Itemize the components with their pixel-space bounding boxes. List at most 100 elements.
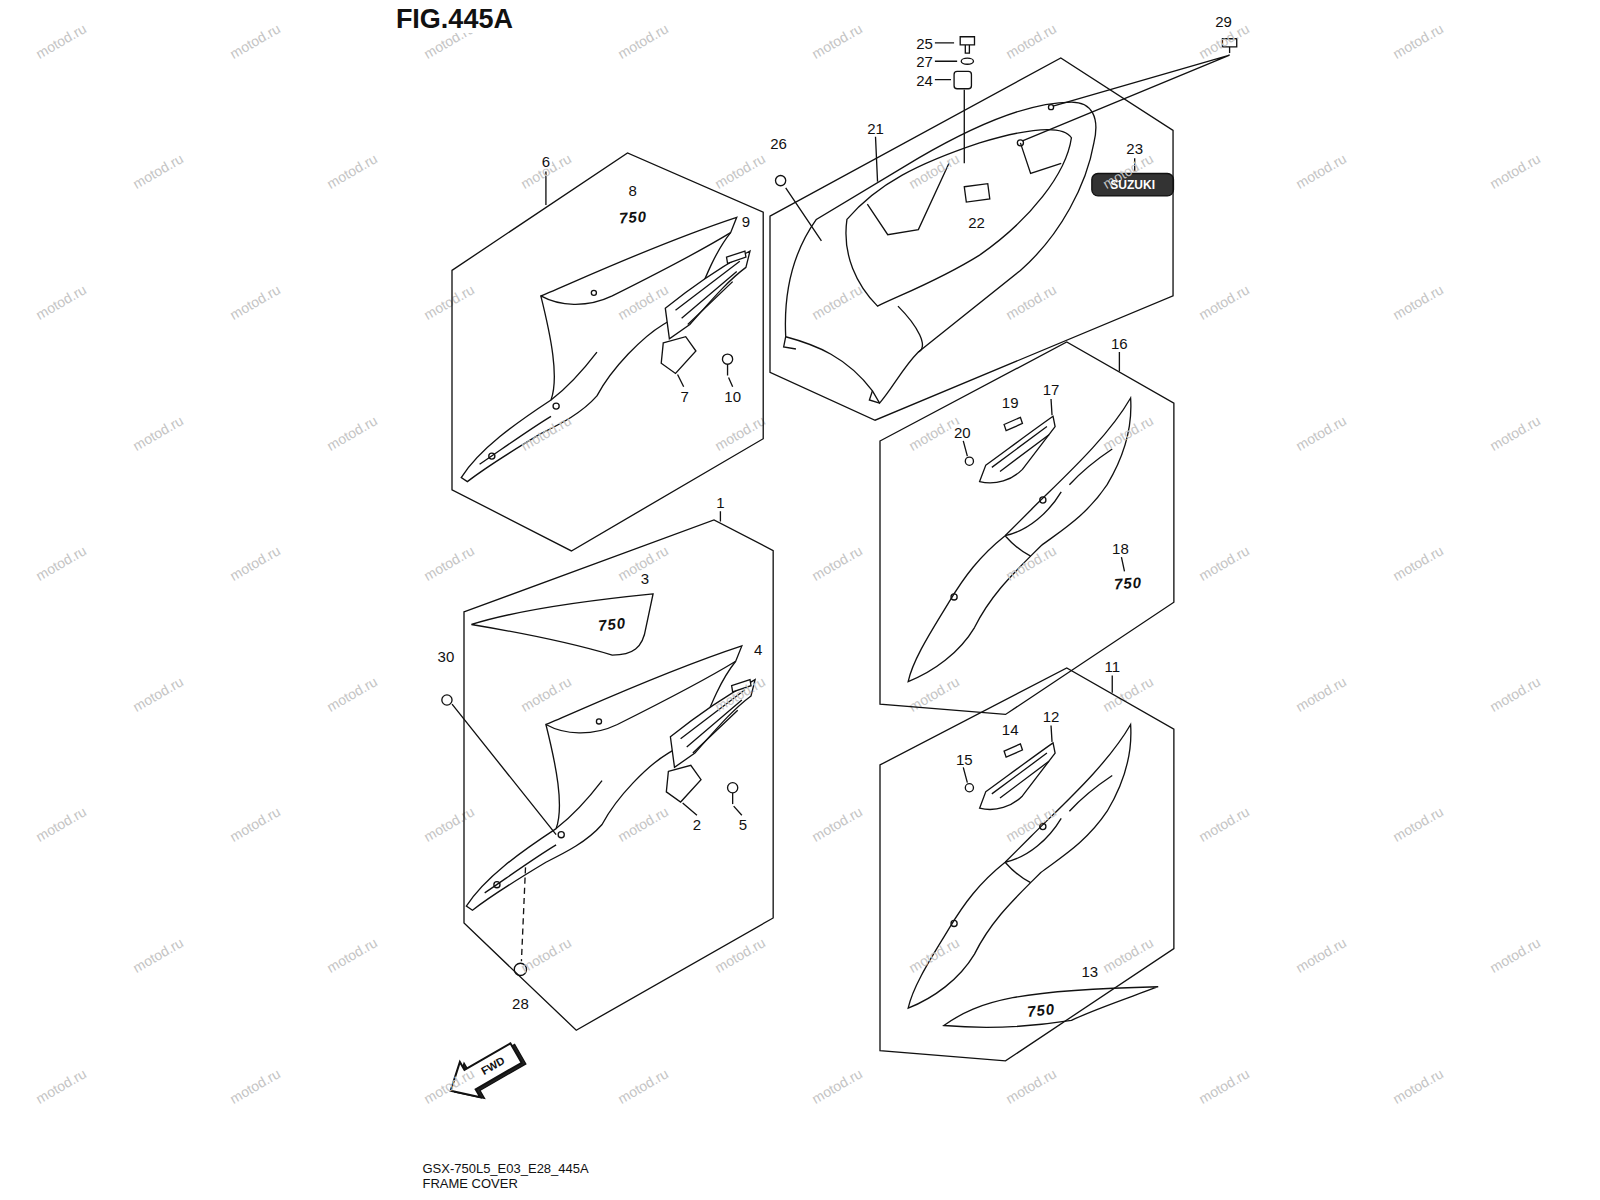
watermark: motod.ru xyxy=(1100,935,1155,975)
callout-number: 22 xyxy=(966,215,987,230)
watermark: motod.ru xyxy=(1294,935,1349,975)
watermark: motod.ru xyxy=(1391,1066,1446,1106)
watermark: motod.ru xyxy=(1488,935,1543,975)
watermark: motod.ru xyxy=(712,674,767,714)
hexagon-outline xyxy=(880,342,1174,714)
hardware xyxy=(776,176,786,186)
watermark: motod.ru xyxy=(1197,1066,1252,1106)
callout-number: 13 xyxy=(1079,964,1100,979)
decal-text: 750 xyxy=(598,616,627,634)
part-group-outline: 1617192018 xyxy=(880,342,1174,714)
callout-number: 24 xyxy=(914,72,935,87)
callout-number: 27 xyxy=(914,54,935,69)
watermark: motod.ru xyxy=(1391,543,1446,583)
callout-number: 30 xyxy=(436,649,457,664)
decal-text: 750 xyxy=(618,209,647,226)
watermark: motod.ru xyxy=(809,805,864,845)
watermark: motod.ru xyxy=(615,21,670,61)
leader-line xyxy=(521,867,525,961)
hardware xyxy=(1229,47,1230,53)
callout-number: 9 xyxy=(740,214,752,229)
tail-cowl xyxy=(784,143,1062,403)
watermark: motod.ru xyxy=(1391,805,1446,845)
frame-cover-right xyxy=(908,398,1131,682)
part-group-outline: 1112141513 xyxy=(880,668,1174,1061)
callout-number: 29 xyxy=(1213,14,1234,29)
callout-number: 1 xyxy=(714,495,726,510)
watermark: motod.ru xyxy=(712,152,767,192)
watermark: motod.ru xyxy=(325,152,380,192)
watermark: motod.ru xyxy=(131,935,186,975)
watermark: motod.ru xyxy=(809,543,864,583)
part-group-outline: 13425 xyxy=(464,520,773,1030)
hexagon-outline xyxy=(880,668,1174,1061)
tail-cowl xyxy=(964,184,990,202)
watermark: motod.ru xyxy=(1391,282,1446,322)
callout-number: 4 xyxy=(752,641,764,656)
hardware xyxy=(960,37,974,53)
watermark: motod.ru xyxy=(1003,1066,1058,1106)
callout-number: 19 xyxy=(1000,395,1021,410)
watermark: motod.ru xyxy=(1197,805,1252,845)
callout-number: 26 xyxy=(768,135,789,150)
watermark: motod.ru xyxy=(1003,543,1058,583)
callout-number: 28 xyxy=(510,996,531,1011)
leader-line xyxy=(963,399,1124,783)
watermark: motod.ru xyxy=(34,543,89,583)
watermark: motod.ru xyxy=(518,935,573,975)
watermark: motod.ru xyxy=(228,282,283,322)
hexagon-outline xyxy=(452,153,763,551)
watermark: motod.ru xyxy=(422,282,477,322)
watermark: motod.ru xyxy=(1100,674,1155,714)
watermark: motod.ru xyxy=(34,805,89,845)
watermark: motod.ru xyxy=(809,1066,864,1106)
frame-cover-right xyxy=(908,724,1131,1008)
figure-title: FIG.445A xyxy=(394,6,515,33)
watermark: motod.ru xyxy=(422,543,477,583)
callout-number: 17 xyxy=(1041,381,1062,396)
watermark: motod.ru xyxy=(1488,674,1543,714)
watermark: motod.ru xyxy=(1003,805,1058,845)
callout-number: 18 xyxy=(1110,540,1131,555)
watermark: motod.ru xyxy=(712,413,767,453)
watermark: motod.ru xyxy=(615,1066,670,1106)
callout-number: 11 xyxy=(1102,659,1122,674)
hexagon-outline xyxy=(880,668,1174,1061)
direction-label: FWD xyxy=(479,1055,506,1077)
hexagon-outline xyxy=(770,58,1173,420)
callout-number: 21 xyxy=(865,120,886,135)
watermark: motod.ru xyxy=(809,21,864,61)
callout-number: 2 xyxy=(691,817,703,832)
decal-shape xyxy=(471,594,653,655)
watermark: motod.ru xyxy=(1294,413,1349,453)
watermark: motod.ru xyxy=(228,21,283,61)
hexagon-outline xyxy=(464,520,773,1030)
watermark: motod.ru xyxy=(131,674,186,714)
watermark: motod.ru xyxy=(1294,674,1349,714)
watermark: motod.ru xyxy=(906,674,961,714)
callout-number: 5 xyxy=(737,817,749,832)
watermark: motod.ru xyxy=(34,282,89,322)
hardware xyxy=(442,37,1237,976)
watermark: motod.ru xyxy=(325,413,380,453)
hardware xyxy=(954,71,971,88)
decal-shape xyxy=(944,987,1158,1028)
watermark: motod.ru xyxy=(1003,21,1058,61)
callout-number: 12 xyxy=(1041,709,1062,724)
callout-number: 8 xyxy=(626,182,638,197)
hardware xyxy=(442,695,452,705)
callout-number: 10 xyxy=(722,388,743,403)
watermark: motod.ru xyxy=(1488,152,1543,192)
watermark: motod.ru xyxy=(518,674,573,714)
watermark: motod.ru xyxy=(131,413,186,453)
part-group-outline: 689710 xyxy=(452,153,763,551)
watermark: motod.ru xyxy=(1197,282,1252,322)
watermark: motod.ru xyxy=(615,805,670,845)
tail-cowl xyxy=(784,102,1174,403)
watermark: motod.ru xyxy=(1294,152,1349,192)
hexagon-outline xyxy=(464,520,773,1030)
watermark: motod.ru xyxy=(615,282,670,322)
